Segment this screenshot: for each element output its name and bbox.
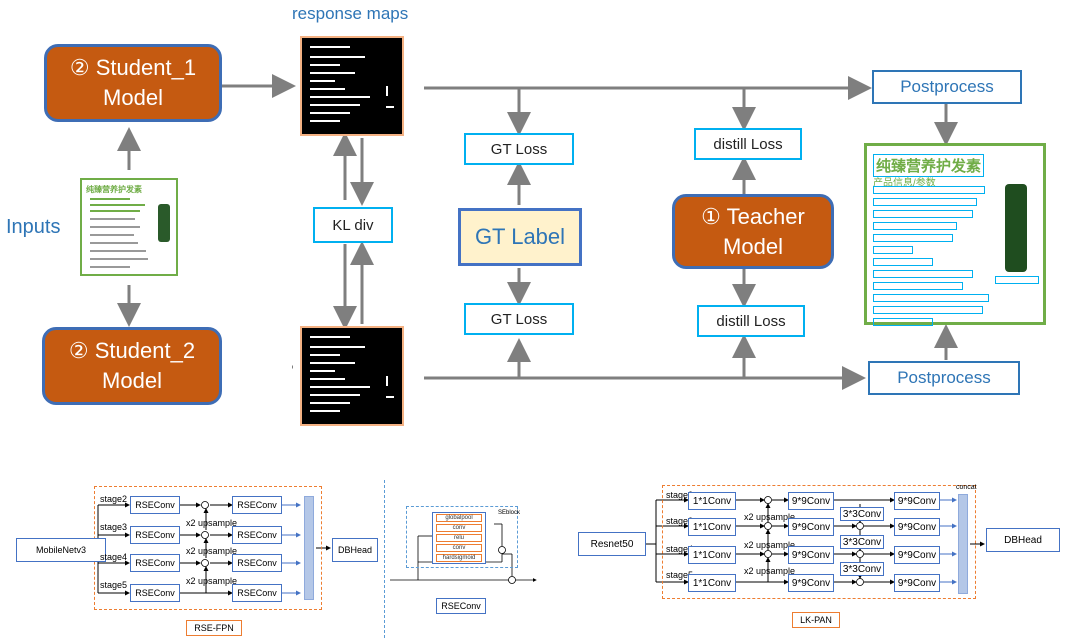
- section-divider: [384, 480, 385, 638]
- rse-fpn-stage4-label: stage4: [100, 552, 128, 562]
- lk-pan-right-conv9-4: 9*9Conv: [894, 574, 940, 592]
- input-product-title: 纯臻营养护发素: [86, 185, 142, 194]
- student-2-model: ② Student_2 Model: [42, 327, 222, 405]
- gt-loss-top: GT Loss: [464, 133, 574, 165]
- se-layer-hardsigmoid: hardsigmoid: [436, 554, 482, 562]
- input-document-image: 纯臻营养护发素: [80, 178, 178, 276]
- rse-fpn-right-conv-4: RSEConv: [232, 584, 282, 602]
- gt-loss-bottom: GT Loss: [464, 303, 574, 335]
- rse-fpn-left-conv-3: RSEConv: [130, 554, 180, 572]
- rse-fpn-stage3-label: stage3: [100, 522, 128, 532]
- postprocess-bottom: Postprocess: [868, 361, 1020, 395]
- rse-fpn-upsample-2: x2 upsample: [186, 546, 238, 556]
- rse-fpn-stage5-label: stage5: [100, 580, 128, 590]
- seblock-label: SEblock: [498, 510, 521, 516]
- output-product-subtitle: 产品信息/参数: [873, 178, 936, 189]
- rse-fpn-left-conv-1: RSEConv: [130, 496, 180, 514]
- lk-pan-stage2-label: stage2: [666, 490, 694, 500]
- lk-pan-caption: LK-PAN: [792, 612, 840, 628]
- lk-pan-conv9-4: 9*9Conv: [788, 574, 834, 592]
- rse-fpn-upsample-1: x2 upsample: [186, 518, 238, 528]
- rse-fpn-left-conv-2: RSEConv: [130, 526, 180, 544]
- lk-pan-conv3-3: 3*3Conv: [840, 562, 884, 576]
- lk-pan-upsample-1: x2 upsample: [744, 512, 796, 522]
- lk-pan-conv1-4: 1*1Conv: [688, 574, 736, 592]
- lk-pan-dbhead-box: DBHead: [986, 528, 1060, 552]
- lk-pan-stage5-label: stage5: [666, 570, 694, 580]
- bottle-image: [158, 204, 170, 242]
- se-layer-relu: relu: [436, 534, 482, 542]
- lk-pan-right-conv9-3: 9*9Conv: [894, 546, 940, 564]
- lk-pan-upsample-2: x2 upsample: [744, 540, 796, 550]
- lk-pan-stage4-label: stage4: [666, 544, 694, 554]
- rse-fpn-caption: RSE-FPN: [186, 620, 242, 636]
- lk-pan-right-conv9-2: 9*9Conv: [894, 518, 940, 536]
- rse-fpn-right-conv-1: RSEConv: [232, 496, 282, 514]
- se-layer-globalpool: globalpool: [436, 514, 482, 522]
- lk-pan-conv1-2: 1*1Conv: [688, 518, 736, 536]
- lk-pan-frame: [662, 485, 976, 599]
- rse-fpn-right-conv-3: RSEConv: [232, 554, 282, 572]
- response-map-1: [300, 36, 404, 136]
- rseconv-caption: RSEConv: [436, 598, 486, 614]
- response-map-2: [300, 326, 404, 426]
- output-product-title: 纯臻营养护发素: [873, 154, 985, 177]
- rse-fpn-right-conv-2: RSEConv: [232, 526, 282, 544]
- rse-fpn-stage2-label: stage2: [100, 494, 128, 504]
- lk-pan-concat-label: concat: [956, 484, 977, 491]
- rse-fpn-left-conv-4: RSEConv: [130, 584, 180, 602]
- lk-pan-connectors: [620, 496, 985, 586]
- lk-pan-right-conv9-1: 9*9Conv: [894, 492, 940, 510]
- teacher-model: ① Teacher Model: [672, 194, 834, 269]
- lk-pan-conv1-1: 1*1Conv: [688, 492, 736, 510]
- top-connectors: [117, 74, 958, 390]
- distill-loss-bottom: distill Loss: [697, 305, 805, 337]
- lk-pan-stage3-label: stage3: [666, 516, 694, 526]
- lk-pan-conv9-2: 9*9Conv: [788, 518, 834, 536]
- lk-pan-conv9-1: 9*9Conv: [788, 492, 834, 510]
- distill-loss-top: distill Loss: [694, 128, 802, 160]
- lk-pan-conv3-1: 3*3Conv: [840, 507, 884, 521]
- resnet50-box: Resnet50: [578, 532, 646, 556]
- rse-fpn-upsample-3: x2 upsample: [186, 576, 238, 586]
- postprocess-top: Postprocess: [872, 70, 1022, 104]
- se-layer-conv-2: conv: [436, 544, 482, 552]
- output-document-image: 纯臻营养护发素 产品信息/参数: [864, 143, 1046, 326]
- lk-pan-conv9-3: 9*9Conv: [788, 546, 834, 564]
- lk-pan-concat-bar: [958, 494, 968, 594]
- output-bottle-image: [1005, 184, 1027, 272]
- student-1-model: ② Student_1 Model: [44, 44, 222, 122]
- response-maps-label: response maps: [292, 4, 409, 23]
- gt-label-box: GT Label: [458, 208, 582, 266]
- se-layer-conv-1: conv: [436, 524, 482, 532]
- rse-fpn-concat-bar: [304, 496, 314, 600]
- lk-pan-upsample-3: x2 upsample: [744, 566, 796, 576]
- seblock-frame: [406, 506, 518, 568]
- mobilenetv3-box: MobileNetv3: [16, 538, 106, 562]
- rse-fpn-dbhead-box: DBHead: [332, 538, 378, 562]
- inputs-label: Inputs: [6, 216, 61, 238]
- lk-pan-conv3-2: 3*3Conv: [840, 535, 884, 549]
- kl-div-box: KL div: [313, 207, 393, 243]
- lk-pan-conv1-3: 1*1Conv: [688, 546, 736, 564]
